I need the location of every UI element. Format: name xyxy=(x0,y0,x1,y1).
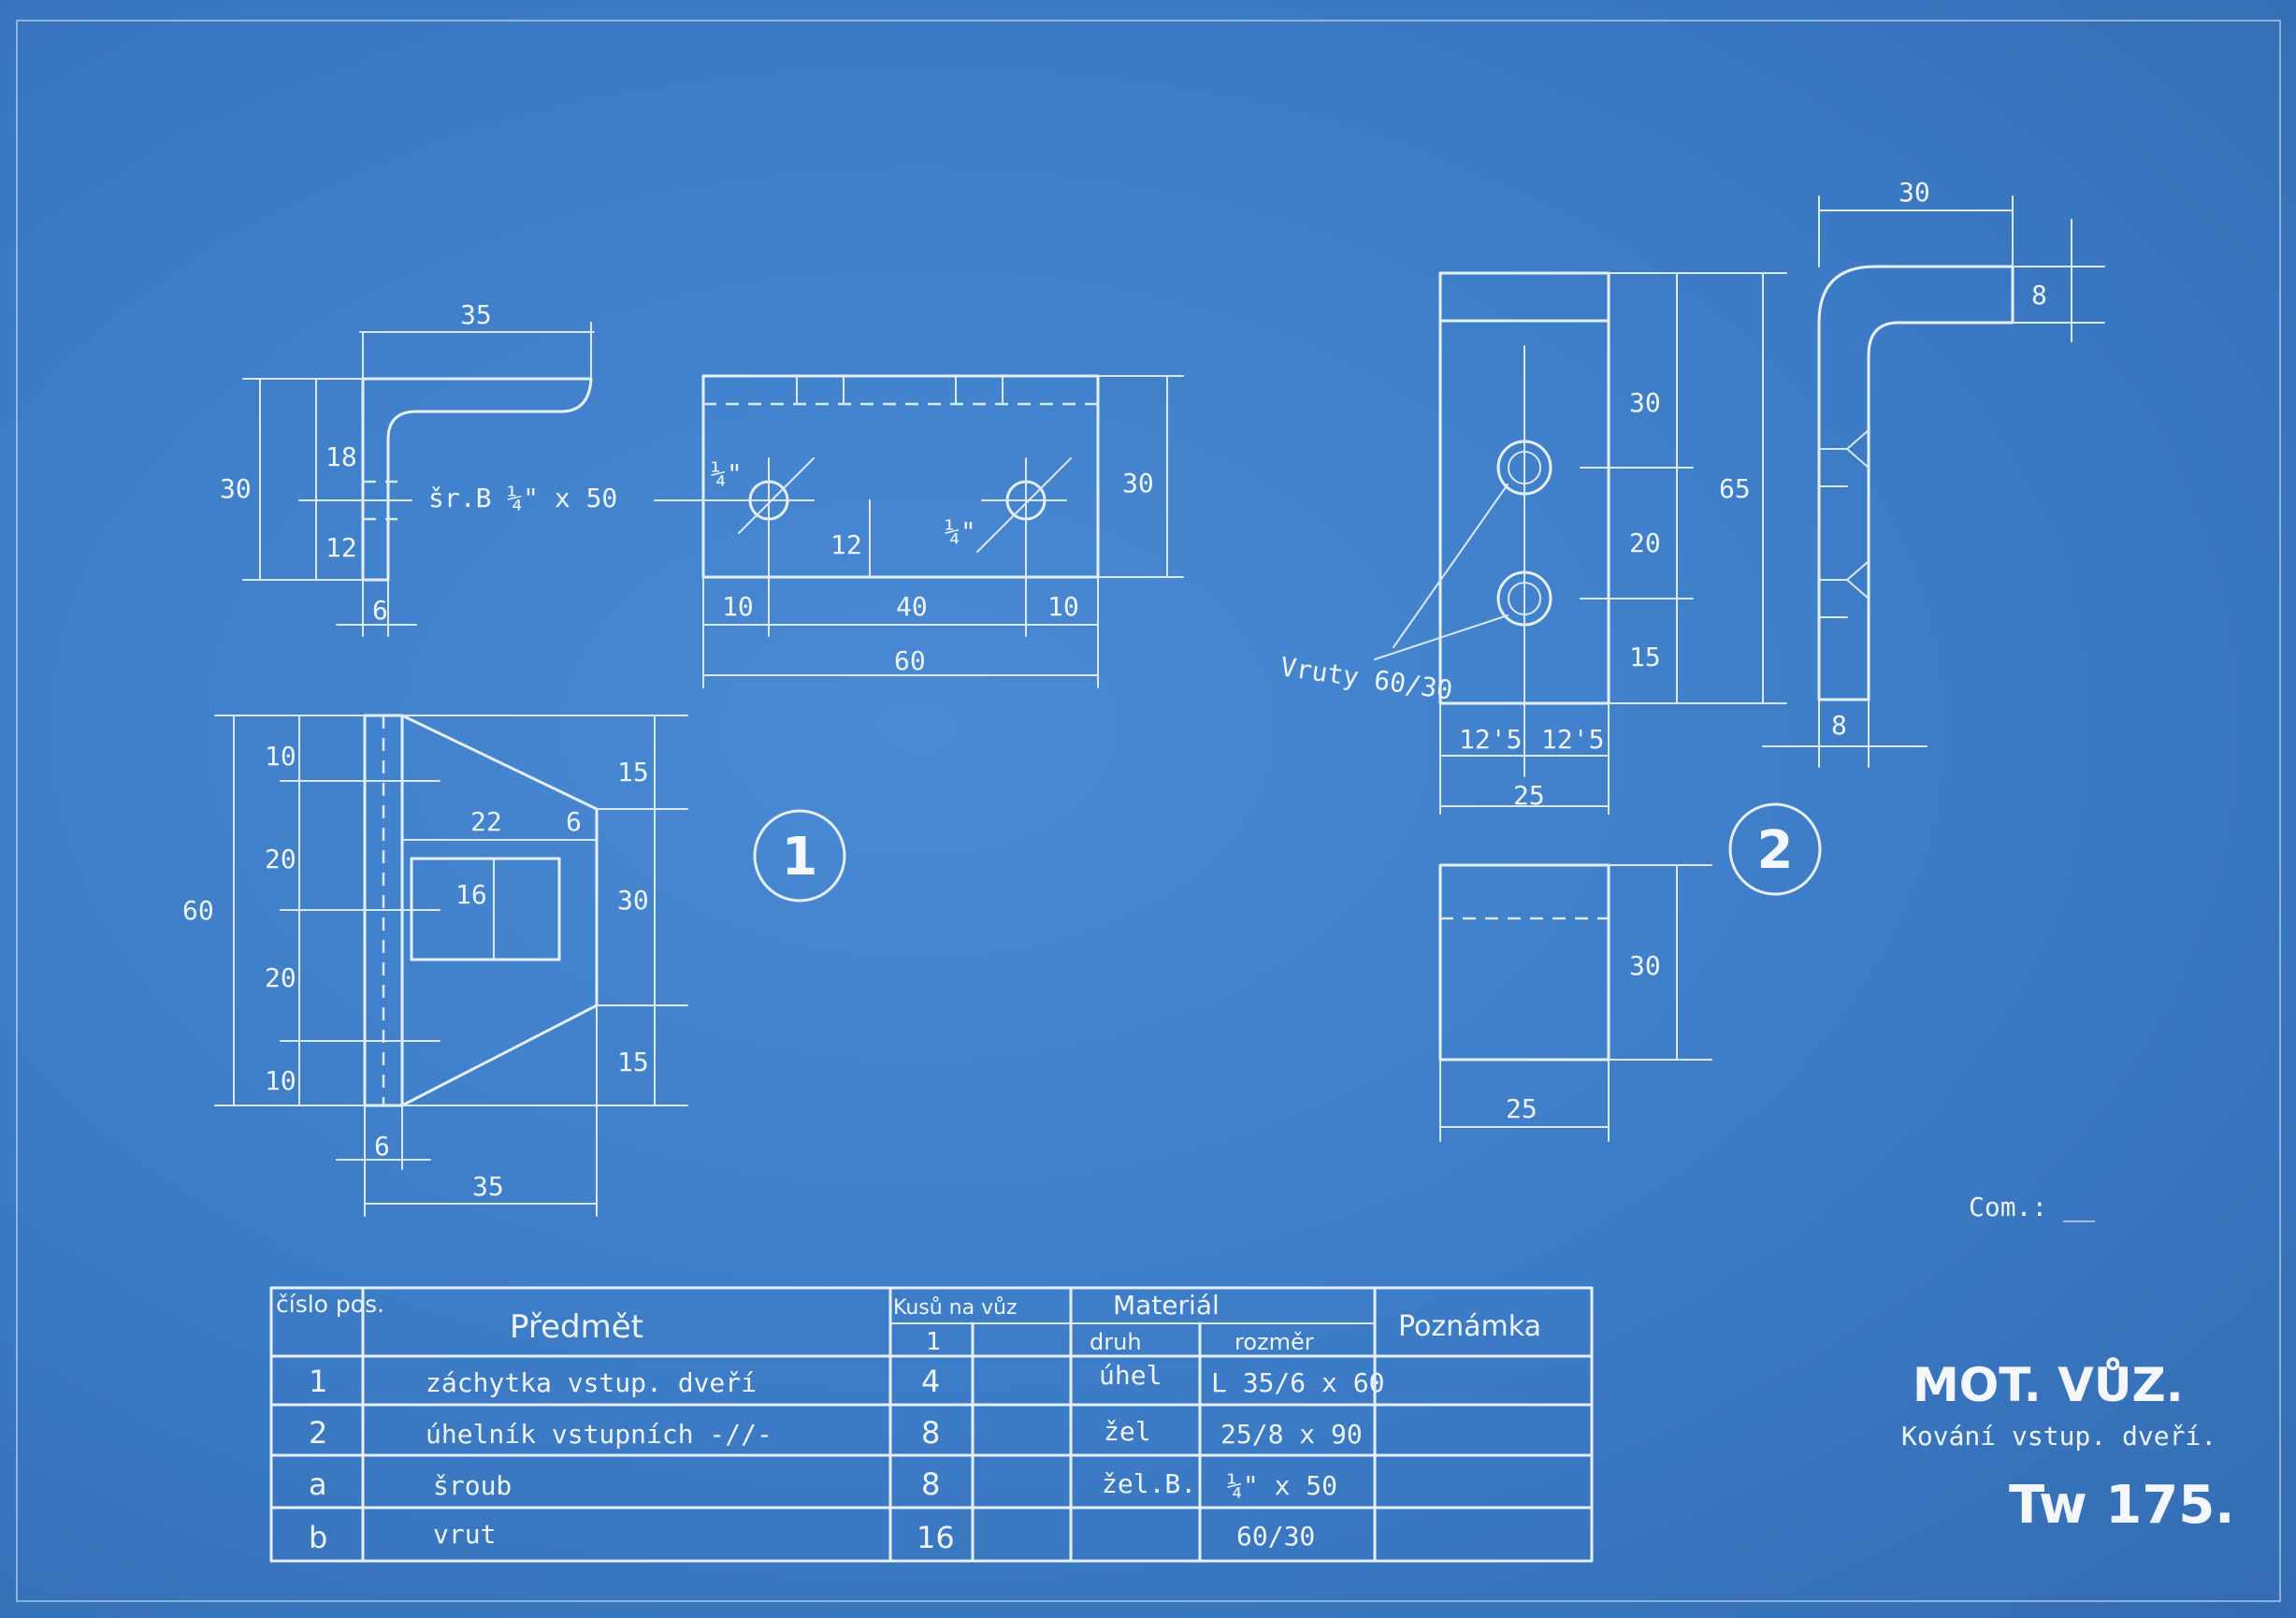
row2-size: 25/8 x 90 xyxy=(1220,1419,1363,1450)
dim-side-thickness: 6 xyxy=(372,595,388,626)
dim-top-b2: 30 xyxy=(617,885,649,916)
table-row: a šroub 8 žel.B. ¼" x 50 xyxy=(309,1466,1337,1502)
row2-qty: 8 xyxy=(921,1415,940,1451)
row3-pos: a xyxy=(309,1466,327,1502)
dim-top-a2: 20 xyxy=(265,844,296,874)
dim-side-lower: 12 xyxy=(325,532,357,563)
dim-p2-flange: 8 xyxy=(2031,280,2047,311)
part1-side-view xyxy=(242,322,595,637)
table-row: b vrut 16 60/30 xyxy=(309,1519,1315,1555)
part1-number-circle xyxy=(753,809,846,903)
part2-number-circle xyxy=(1728,802,1822,896)
dim-front-hole-height: 12 xyxy=(830,529,862,560)
dim-p2-thickness: 8 xyxy=(1831,710,1847,741)
table-row: 2 úhelník vstupních -//- 8 žel 25/8 x 90 xyxy=(309,1415,1363,1451)
th-mat-kind: druh xyxy=(1090,1329,1142,1355)
part2-front-view xyxy=(1374,271,1787,815)
th-material: Materiál xyxy=(1113,1290,1220,1321)
row2-item: úhelník vstupních -//- xyxy=(426,1419,773,1450)
part1-front-view xyxy=(654,374,1184,688)
row3-size: ¼" x 50 xyxy=(1227,1470,1337,1501)
th-pos: číslo pos. xyxy=(276,1291,384,1318)
dim-top-b1: 15 xyxy=(617,757,649,787)
dim-front-length: 60 xyxy=(894,645,926,676)
parts-table xyxy=(269,1286,1594,1563)
th-note: Poznámka xyxy=(1398,1310,1541,1343)
dim-top-slot-offset: 6 xyxy=(566,806,582,837)
dim-top-a3: 20 xyxy=(265,962,296,993)
row1-item: záchytka vstup. dveří xyxy=(426,1367,757,1398)
p2-screws-note: Vruty 60/30 xyxy=(1278,651,1454,705)
row3-item: šroub xyxy=(433,1470,512,1501)
dim-p2-half-right: 12'5 xyxy=(1541,724,1604,755)
th-item: Předmět xyxy=(510,1308,643,1346)
th-qty-sub: 1 xyxy=(926,1328,942,1356)
front-hole-right: ¼" xyxy=(945,516,976,547)
dim-top-a4: 10 xyxy=(265,1065,296,1096)
dim-p2-half-left: 12'5 xyxy=(1459,724,1522,755)
dim-front-spacing: 40 xyxy=(896,591,928,622)
table-row: 1 záchytka vstup. dveří 4 úhel L 35/6 x … xyxy=(309,1360,1384,1399)
row2-kind: žel xyxy=(1104,1416,1151,1447)
dim-top-length: 60 xyxy=(182,895,214,926)
signature: Com.: __ xyxy=(1969,1192,2095,1223)
sheet-border xyxy=(16,20,2281,1602)
row4-qty: 16 xyxy=(917,1520,955,1555)
dim-top-b3: 15 xyxy=(617,1047,649,1077)
dim-top-slot-height: 16 xyxy=(455,879,487,910)
row1-kind: úhel xyxy=(1099,1360,1162,1391)
row4-pos: b xyxy=(309,1520,327,1555)
part1-number: 1 xyxy=(782,827,818,888)
dim-p2-width-top: 30 xyxy=(1899,177,1930,208)
th-qty: Kusů na vůz xyxy=(893,1296,1018,1320)
th-mat-size: rozměr xyxy=(1235,1329,1314,1355)
part2-number: 2 xyxy=(1757,820,1794,881)
dim-front-right: 10 xyxy=(1047,591,1079,622)
dim-top-width: 35 xyxy=(472,1171,504,1202)
row3-kind: žel.B. xyxy=(1102,1468,1196,1499)
part2-bottom-view xyxy=(1438,863,1712,1142)
dim-p2-d2: 20 xyxy=(1629,527,1661,558)
title-block-title: MOT. VŮZ. xyxy=(1913,1357,2184,1412)
dim-front-height: 30 xyxy=(1122,468,1154,498)
row1-qty: 4 xyxy=(921,1364,940,1399)
row3-qty: 8 xyxy=(921,1466,940,1502)
dim-side-height: 30 xyxy=(220,473,252,504)
dim-top-slot-width: 22 xyxy=(470,806,502,837)
part2-side-view xyxy=(1762,195,2105,768)
row1-size: L 35/6 x 60 xyxy=(1211,1367,1384,1398)
dim-top-thickness: 6 xyxy=(374,1131,390,1162)
row4-item: vrut xyxy=(433,1519,496,1550)
row4-size: 60/30 xyxy=(1236,1521,1315,1552)
dim-side-width: 35 xyxy=(460,299,492,330)
dim-front-left: 10 xyxy=(722,591,754,622)
title-block-subtitle: Kování vstup. dveří. xyxy=(1901,1421,2217,1452)
row1-pos: 1 xyxy=(309,1364,327,1399)
side-note-bolt: šr.B ¼" x 50 xyxy=(428,483,617,513)
front-hole-left: ¼" xyxy=(711,458,743,489)
dim-side-upper: 18 xyxy=(325,441,357,472)
dim-p2-d1: 30 xyxy=(1629,387,1661,418)
title-block-code: Tw 175. xyxy=(2009,1475,2234,1536)
part1-top-view xyxy=(214,714,688,1217)
row2-pos: 2 xyxy=(309,1415,327,1451)
dim-p2-bottom-height: 30 xyxy=(1629,950,1661,981)
dim-top-a1: 10 xyxy=(265,741,296,772)
dim-p2-bottom-width: 25 xyxy=(1506,1093,1538,1124)
dim-p2-height: 65 xyxy=(1719,473,1751,504)
dim-p2-d3: 15 xyxy=(1629,642,1661,672)
dim-p2-width: 25 xyxy=(1513,780,1545,811)
